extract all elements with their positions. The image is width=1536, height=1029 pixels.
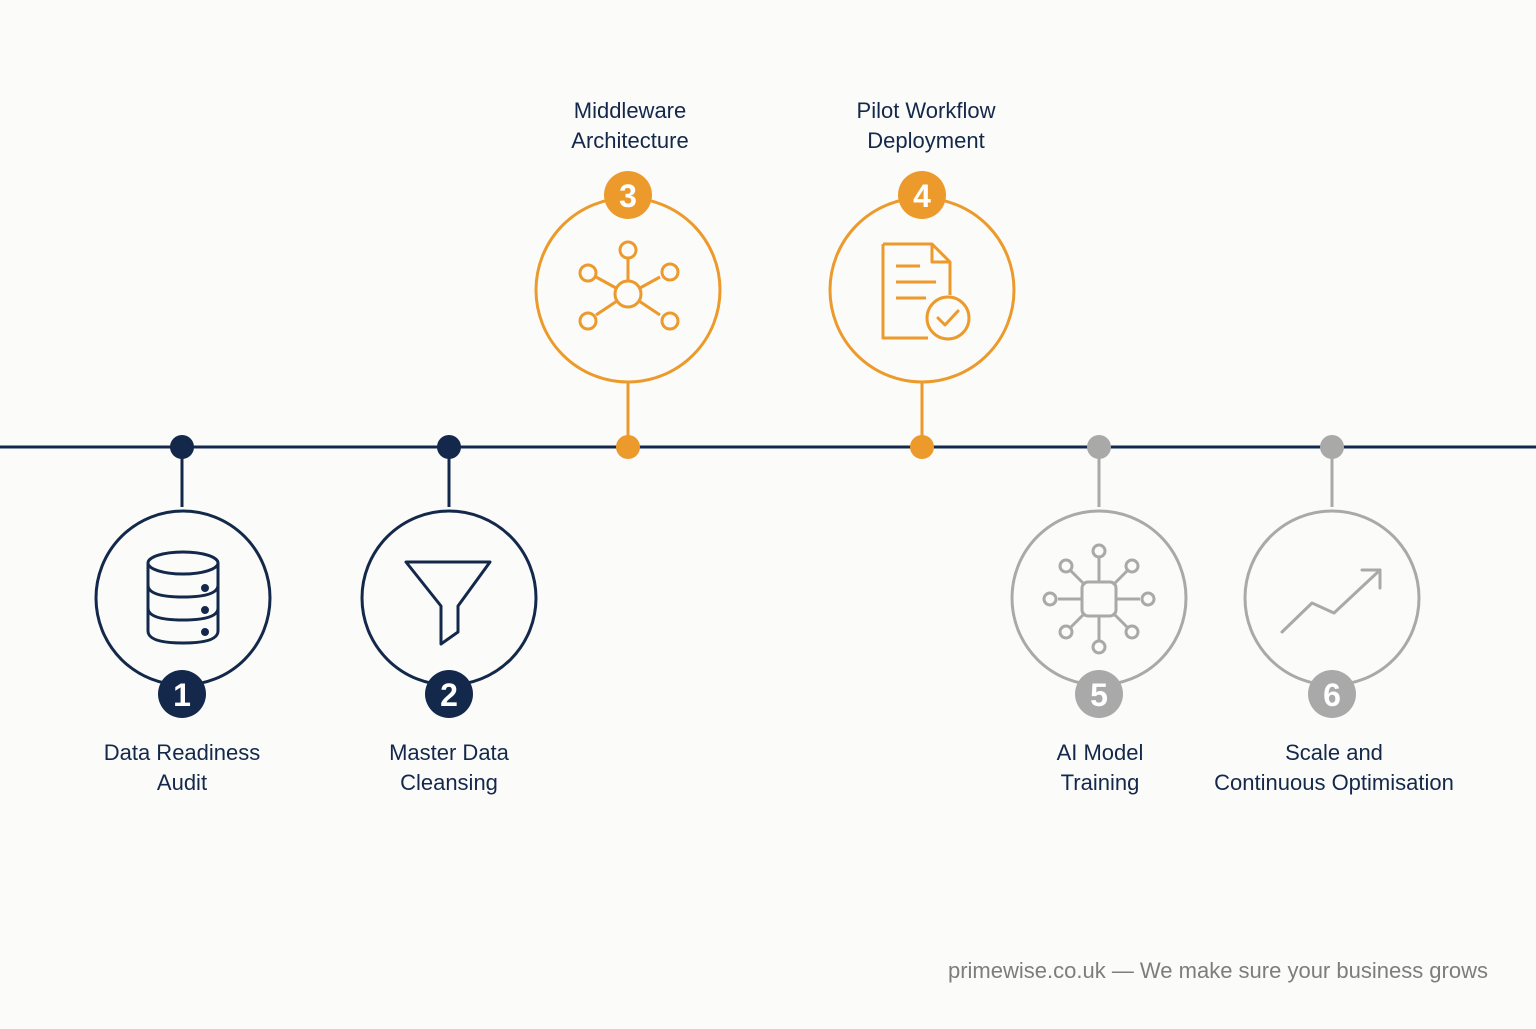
step-2: 2 <box>360 435 538 718</box>
document-check-icon <box>881 242 971 341</box>
step-2-label-line1: Master Data <box>389 740 509 765</box>
step-2-number: 2 <box>440 677 458 713</box>
step-2-label-line2: Cleansing <box>400 770 498 795</box>
step-6-label: Scale and Continuous Optimisation <box>1214 738 1454 798</box>
trend-up-arrow-icon <box>1280 568 1382 634</box>
step-6-label-line1: Scale and <box>1285 740 1383 765</box>
step-3-badge <box>604 171 652 219</box>
step-5-label: AI Model Training <box>1057 738 1144 798</box>
funnel-filter-icon <box>404 560 492 646</box>
step-3-dot <box>616 435 640 459</box>
step-3-number: 3 <box>619 178 637 214</box>
ai-chip-icon <box>1042 543 1156 655</box>
step-1-label-line1: Data Readiness <box>103 740 261 765</box>
step-5-label-line2: Training <box>1060 770 1140 795</box>
step-4-label: Pilot Workflow Deployment <box>857 96 996 156</box>
step-4-label-line1: Pilot Workflow <box>856 98 996 123</box>
network-hub-icon <box>578 240 680 331</box>
step-2-ring <box>360 509 538 687</box>
step-2-dot <box>437 435 461 459</box>
step-5-badge <box>1075 670 1123 718</box>
step-3-label-line2: Architecture <box>571 128 689 153</box>
step-1: 1 <box>94 435 272 718</box>
step-5-dot <box>1087 435 1111 459</box>
step-5-ring <box>1010 509 1188 687</box>
step-5-label-line1: AI Model <box>1056 740 1144 765</box>
step-3-label: Middleware Architecture <box>571 96 688 156</box>
step-6: 6 <box>1243 435 1421 718</box>
step-2-label: Master Data Cleansing <box>389 738 509 798</box>
step-1-badge <box>158 670 206 718</box>
step-4-number: 4 <box>913 178 931 214</box>
step-6-label-line2: Continuous Optimisation <box>1214 770 1454 795</box>
step-3: 3 <box>534 171 722 459</box>
step-1-dot <box>170 435 194 459</box>
step-4-ring <box>828 196 1016 384</box>
step-6-ring <box>1243 509 1421 687</box>
step-4: 4 <box>828 171 1016 459</box>
step-2-badge <box>425 670 473 718</box>
step-5: 5 <box>1010 435 1188 718</box>
footer-tagline: primewise.co.uk — We make sure your busi… <box>947 958 1488 983</box>
step-4-dot <box>910 435 934 459</box>
step-4-label-line2: Deployment <box>867 128 985 153</box>
step-1-label: Data Readiness Audit <box>104 738 261 798</box>
step-1-number: 1 <box>173 677 191 713</box>
step-3-label-line1: Middleware <box>573 98 687 123</box>
step-5-number: 5 <box>1090 677 1108 713</box>
step-1-label-line2: Audit <box>156 770 208 795</box>
step-6-badge <box>1308 670 1356 718</box>
step-6-number: 6 <box>1323 677 1341 713</box>
database-icon <box>146 550 220 645</box>
step-6-dot <box>1320 435 1344 459</box>
step-4-badge <box>898 171 946 219</box>
step-3-ring <box>534 196 722 384</box>
